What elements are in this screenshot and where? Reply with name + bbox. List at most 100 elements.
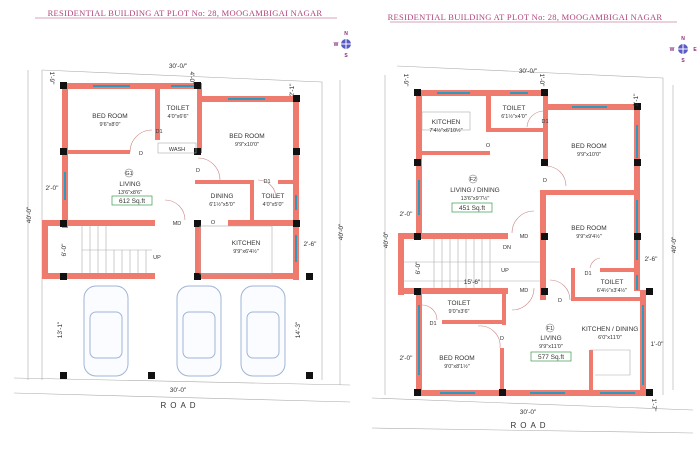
plan-text: UP xyxy=(153,255,161,261)
plan-text: 30'-0" xyxy=(520,409,537,416)
plan-text: 6'1½"x4'0" xyxy=(501,113,527,120)
plan-text: 30'-0/" xyxy=(169,63,188,70)
plan-text: 13'6"x8'6" xyxy=(118,190,142,196)
plan-text: 2'-6" xyxy=(645,256,659,263)
staircase xyxy=(81,226,152,273)
plan-text: 40'-0" xyxy=(338,223,345,240)
plan-text: D1 xyxy=(429,321,436,327)
car-icon xyxy=(240,285,286,377)
car-icon xyxy=(176,285,222,377)
area-label: 577 Sq.ft xyxy=(538,354,564,361)
plan-text: 7'4½"x6'10½" xyxy=(429,127,462,134)
plan-text: 6'0"x11'0" xyxy=(598,335,622,341)
plan-text: N xyxy=(344,31,348,37)
plan-text: 9'9"x6'4½" xyxy=(233,248,259,255)
plan-text: 15'-6" xyxy=(464,279,481,286)
car-icon xyxy=(83,285,129,377)
plan-text: 2'-1" xyxy=(633,93,640,107)
plan-text: MD xyxy=(520,234,529,240)
plan-text: 1'-0" xyxy=(651,341,665,348)
plan-text: 30'-0" xyxy=(170,387,187,394)
plan-text: 2'-1" xyxy=(289,83,296,97)
staircase xyxy=(404,239,540,288)
plan-text: 9'0"x8'1½" xyxy=(444,363,470,370)
plan-text: W xyxy=(334,42,339,48)
plan-text: E xyxy=(693,47,697,53)
plan-text: 14'-3" xyxy=(295,321,302,338)
plan-text: MD xyxy=(520,288,529,294)
plan-text: 40'-0" xyxy=(26,206,33,223)
plan-text: D1 xyxy=(541,119,548,125)
plan-text: 4'0"x5'0" xyxy=(263,202,284,208)
room-label: WASH xyxy=(169,147,185,153)
room-label: KITCHEN xyxy=(432,119,461,126)
plan-text: 1'-9" xyxy=(402,74,409,88)
room-label: BED ROOM xyxy=(229,133,264,140)
room-label: TOILET xyxy=(601,279,624,286)
title-left: RESIDENTIAL BUILDING AT PLOT No: 28, MOO… xyxy=(48,8,323,18)
plan-text: 6'4½"x3'4½" xyxy=(597,287,627,294)
plan-text: 2'-0" xyxy=(46,185,60,192)
plan-text: 13'-1" xyxy=(57,321,64,338)
plan-text: D1 xyxy=(263,179,270,185)
first-floor-plan: KITCHEN 7'4½"x6'10½" TOILET 6'1½"x4'0" B… xyxy=(371,65,694,434)
plan-text: 4'-0" xyxy=(188,72,195,86)
plan-text: 9'9"x10'0" xyxy=(235,142,259,148)
plan-text: 6'-0" xyxy=(415,261,422,275)
plan-text: 9'9"x11'0" xyxy=(539,344,563,350)
title-right: RESIDENTIAL BUILDING AT PLOT No: 28, MOO… xyxy=(388,12,663,22)
plan-text: G1 xyxy=(125,171,132,177)
plan-text: 4'0"x6'6" xyxy=(168,114,189,120)
room-label: KITCHEN / DINING xyxy=(582,326,639,333)
plan-text: D xyxy=(139,151,143,157)
room-label: TOILET xyxy=(167,105,190,112)
area-label: 612 Sq.ft xyxy=(119,198,145,205)
plan-text: D xyxy=(196,168,200,174)
plan-text: D1 xyxy=(155,129,162,135)
room-label: TOILET xyxy=(262,193,285,200)
plan-text: 40'-0" xyxy=(671,236,678,253)
plan-text: O xyxy=(211,220,216,226)
room-label: BED ROOM xyxy=(571,225,606,232)
plan-text: 2'-0" xyxy=(400,211,414,218)
ground-floor-plan: BED ROOM 9'6"x8'0" TOILET 4'0"x6'6" BED … xyxy=(13,63,351,410)
plan-text: 2'-0" xyxy=(400,355,414,362)
plan-text: 1'-7" xyxy=(650,399,657,413)
room-label: BED ROOM xyxy=(92,113,127,120)
room-label: BED ROOM xyxy=(571,143,606,150)
plan-text: 9'9"x10'0" xyxy=(577,152,601,158)
plan-text: 1'-9" xyxy=(48,72,55,86)
plan-text: UP xyxy=(501,268,509,274)
road-label: ROAD xyxy=(160,401,199,410)
plan-text: 6'-0" xyxy=(61,243,68,257)
plan-text: F1 xyxy=(547,326,553,332)
plan-text: DN xyxy=(503,245,511,251)
plan-text: MD xyxy=(173,221,182,227)
plan-text: D xyxy=(558,298,562,304)
plan-text: 9'0"x3'6" xyxy=(449,309,470,315)
plan-text: 13'6"x9'7½" xyxy=(461,195,490,202)
room-label: LIVING xyxy=(540,335,561,342)
plan-text: D xyxy=(543,178,547,184)
plan-text: 6'1½"x5'0" xyxy=(209,201,235,208)
compass-icon-left: N S W xyxy=(334,31,352,59)
plan-text: W xyxy=(670,47,675,53)
plan-text: 9'9"x9'4½" xyxy=(576,233,602,240)
plan-text: 9'6"x8'0" xyxy=(100,122,121,128)
plan-text: 2'-6" xyxy=(304,241,318,248)
plan-text: 40'-0" xyxy=(383,231,390,248)
plan-text: F2 xyxy=(470,177,476,183)
plan-text: D xyxy=(500,336,504,342)
area-label: 451 Sq.ft xyxy=(459,205,485,212)
room-label: LIVING xyxy=(119,181,140,188)
plan-text: 1'-0" xyxy=(538,74,545,88)
room-label: KITCHEN xyxy=(232,240,261,247)
plan-text: O xyxy=(486,143,491,149)
room-label: LIVING / DINING xyxy=(450,187,499,194)
plan-text: S xyxy=(344,53,348,59)
plan-text: D1 xyxy=(584,271,591,277)
room-label: TOILET xyxy=(448,300,471,307)
